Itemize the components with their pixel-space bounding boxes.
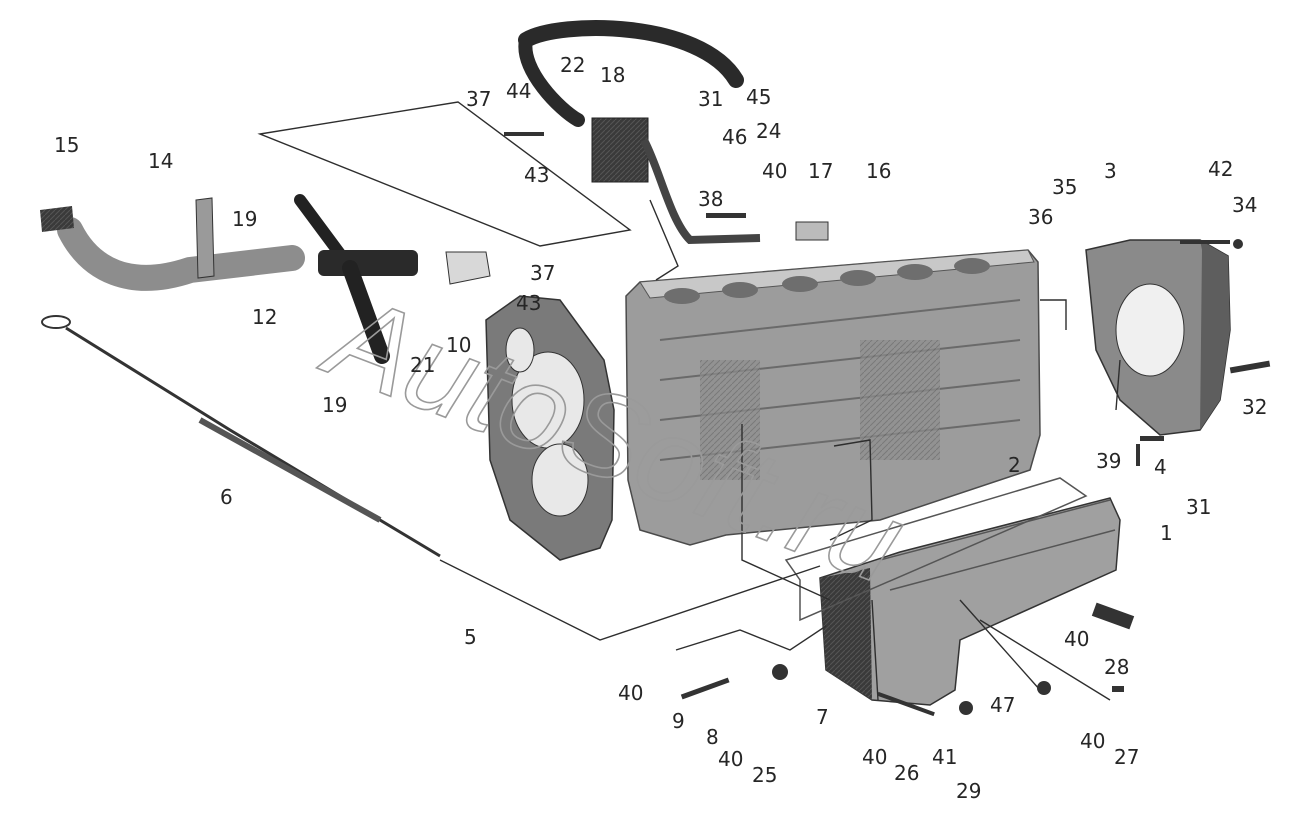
callout-8: 8 [706, 725, 719, 749]
callout-28: 28 [1104, 655, 1129, 679]
callout-40: 40 [862, 745, 887, 769]
callout-47: 47 [990, 693, 1015, 717]
callout-22: 22 [560, 53, 585, 77]
leader-lines [257, 101, 1121, 701]
callout-37: 37 [530, 261, 555, 285]
callout-19: 19 [232, 207, 257, 231]
callout-27: 27 [1114, 745, 1139, 769]
callout-7: 7 [816, 705, 829, 729]
callout-31: 31 [698, 87, 723, 111]
callout-36: 36 [1028, 205, 1053, 229]
callout-38: 38 [698, 187, 723, 211]
callout-12: 12 [252, 305, 277, 329]
oil-pan-gasket [784, 477, 1088, 622]
gear-housing [485, 295, 615, 561]
callout-40: 40 [1064, 627, 1089, 651]
callout-26: 26 [894, 761, 919, 785]
callout-labels: 15 14 19 12 19 21 10 37 44 22 18 43 31 4… [54, 53, 1267, 803]
callout-16: 16 [866, 159, 891, 183]
fasteners [504, 132, 1271, 717]
callout-5: 5 [464, 625, 477, 649]
callout-43: 43 [516, 291, 541, 315]
callout-40: 40 [1080, 729, 1105, 753]
callout-32: 32 [1242, 395, 1267, 419]
callout-14: 14 [148, 149, 173, 173]
dipstick [41, 315, 441, 558]
callout-25: 25 [752, 763, 777, 787]
callout-31: 31 [1186, 495, 1211, 519]
callout-2: 2 [1008, 453, 1021, 477]
callout-40: 40 [718, 747, 743, 771]
callout-1: 1 [1160, 521, 1173, 545]
callout-3: 3 [1104, 159, 1117, 183]
callout-37: 37 [466, 87, 491, 111]
callout-4: 4 [1154, 455, 1167, 479]
oil-pan [819, 497, 1121, 706]
vent-hose [294, 194, 491, 364]
callout-6: 6 [220, 485, 233, 509]
callout-42: 42 [1208, 157, 1233, 181]
callout-41: 41 [932, 745, 957, 769]
callout-34: 34 [1232, 193, 1257, 217]
callout-40: 40 [762, 159, 787, 183]
breather-assembly [518, 20, 829, 245]
oil-filler-tube [40, 197, 305, 291]
callout-9: 9 [672, 709, 685, 733]
engine-block [625, 249, 1041, 546]
callout-29: 29 [956, 779, 981, 803]
callout-18: 18 [600, 63, 625, 87]
callout-24: 24 [756, 119, 781, 143]
callout-10: 10 [446, 333, 471, 357]
callout-44: 44 [506, 79, 531, 103]
callout-35: 35 [1052, 175, 1077, 199]
callout-40: 40 [618, 681, 643, 705]
callout-45: 45 [746, 85, 771, 109]
callout-19: 19 [322, 393, 347, 417]
callout-15: 15 [54, 133, 79, 157]
callout-39: 39 [1096, 449, 1121, 473]
callout-21: 21 [410, 353, 435, 377]
flywheel-housing [1085, 239, 1231, 436]
callout-46: 46 [722, 125, 747, 149]
callout-17: 17 [808, 159, 833, 183]
callout-43: 43 [524, 163, 549, 187]
